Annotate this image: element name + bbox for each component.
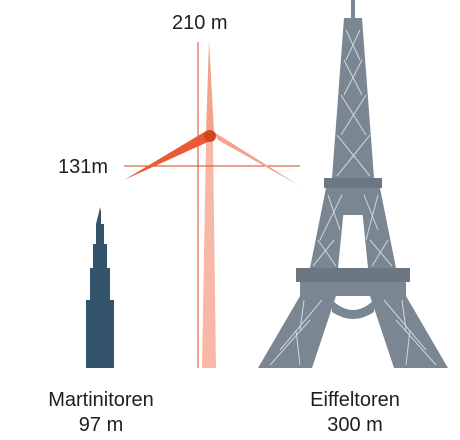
eiffeltoren-name: Eiffeltoren — [310, 389, 400, 411]
martinitoren-height: 97 m — [78, 414, 124, 436]
hub-height-label: 131m — [58, 156, 109, 178]
martinitoren-silhouette — [86, 207, 114, 368]
turbine-hub — [204, 130, 216, 142]
turbine-tower — [202, 142, 216, 368]
turbine-blade-left — [124, 131, 210, 180]
eiffeltoren-height: 300 m — [327, 414, 383, 436]
eiffeltoren-silhouette — [258, 0, 448, 368]
turbine-blade-up — [206, 40, 214, 132]
martinitoren-name: Martinitoren — [48, 389, 154, 411]
wind-turbine — [124, 40, 300, 368]
turbine-height-label: 210 m — [172, 12, 228, 34]
turbine-blade-right — [214, 132, 300, 186]
